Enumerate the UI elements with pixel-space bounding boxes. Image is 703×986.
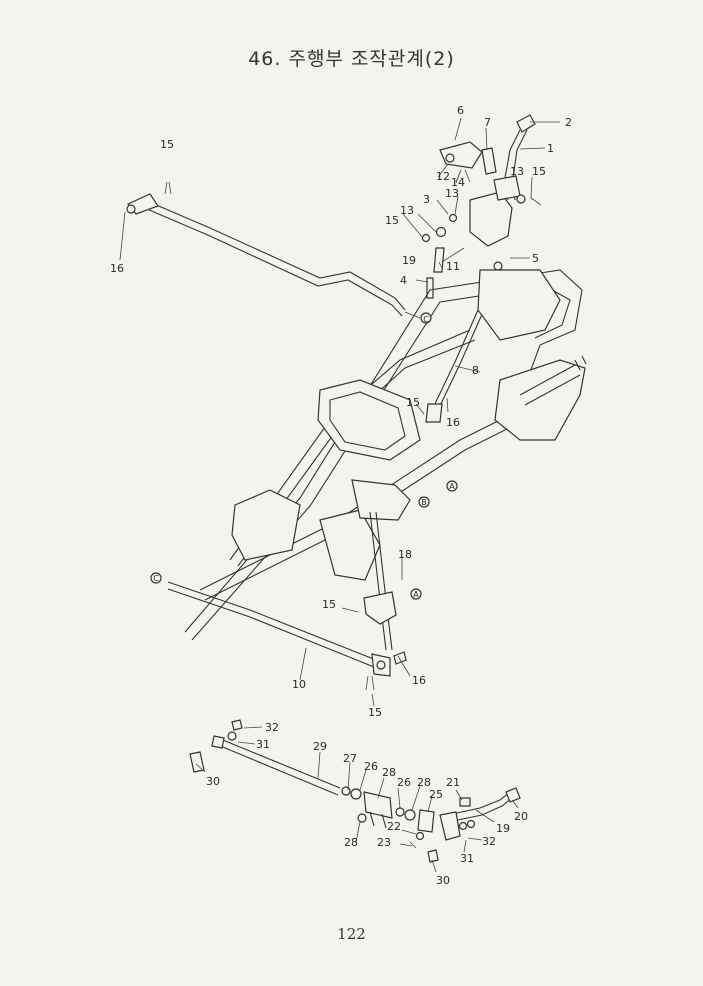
callout-26-left: 27 [343, 752, 357, 765]
callout-2: 2 [565, 116, 572, 129]
callout-22: 22 [387, 820, 401, 833]
callout-13-top: 13 [510, 165, 524, 178]
callout-27: 28 [382, 766, 396, 779]
main-frame [184, 269, 587, 651]
callout-18: 19 [402, 254, 416, 267]
callout-16-low: 16 [412, 674, 426, 687]
callout-15-rod: 15 [160, 138, 174, 151]
page-number: 122 [337, 925, 366, 943]
callout-30-left: 30 [206, 775, 220, 788]
callout-11: 11 [446, 260, 460, 273]
callout-20: 20 [514, 810, 528, 823]
callout-15-low: 15 [368, 706, 382, 719]
callout-31-left: 31 [256, 738, 270, 751]
marker-a-lower: A [413, 590, 419, 599]
callout-31-right: 31 [460, 852, 474, 865]
callout-25-right: 26 [397, 776, 411, 789]
callout-6: 6 [457, 104, 464, 117]
callout-30-right: 30 [436, 874, 450, 887]
callout-19: 19 [496, 822, 510, 835]
callout-28: 28 [344, 836, 358, 849]
page-title: 46. 주행부 조작관계(2) [248, 48, 455, 70]
rod-10 [167, 581, 407, 691]
lower-exploded-assembly [189, 719, 521, 863]
callout-32-right: 32 [482, 835, 496, 848]
callout-3: 3 [423, 193, 430, 206]
callout-25-left: 26 [364, 760, 378, 773]
callout-5: 5 [532, 252, 539, 265]
leader-lines [195, 117, 560, 873]
callout-32-left: 32 [265, 721, 279, 734]
callout-23: 23 [377, 836, 391, 849]
callout-7: 7 [484, 116, 491, 129]
marker-a-upper: A [449, 482, 455, 491]
callout-13-mid: 13 [445, 187, 459, 200]
callout-12: 12 [436, 170, 450, 183]
marker-b: B [421, 498, 427, 507]
callout-16-frame: 16 [446, 416, 460, 429]
callout-21: 21 [446, 776, 460, 789]
callout-labels: 2 1 6 7 14 12 13 15 3 13 15 13 11 19 4 5… [110, 104, 572, 887]
marker-c-upper: C [423, 315, 429, 324]
callout-13-left: 13 [400, 204, 414, 217]
callout-15-frame: 15 [406, 396, 420, 409]
upper-control-rod [119, 181, 421, 319]
callout-17: 18 [398, 548, 412, 561]
callout-15-left: 15 [385, 214, 399, 227]
reference-markers: C A B A C [150, 312, 458, 600]
callout-4: 4 [400, 274, 407, 287]
marker-c-lower: C [153, 574, 159, 583]
callout-24: 25 [429, 788, 443, 801]
callout-26-right: 28 [417, 776, 431, 789]
callout-15-top: 15 [532, 165, 546, 178]
callout-16-rod: 16 [110, 262, 124, 275]
callout-1: 1 [547, 142, 554, 155]
callout-10: 10 [292, 678, 306, 691]
callout-8: 8 [472, 364, 479, 377]
shift-lever-assembly [421, 114, 542, 299]
callout-15-bracket: 15 [322, 598, 336, 611]
callout-14: 14 [451, 176, 465, 189]
callout-29: 29 [313, 740, 327, 753]
